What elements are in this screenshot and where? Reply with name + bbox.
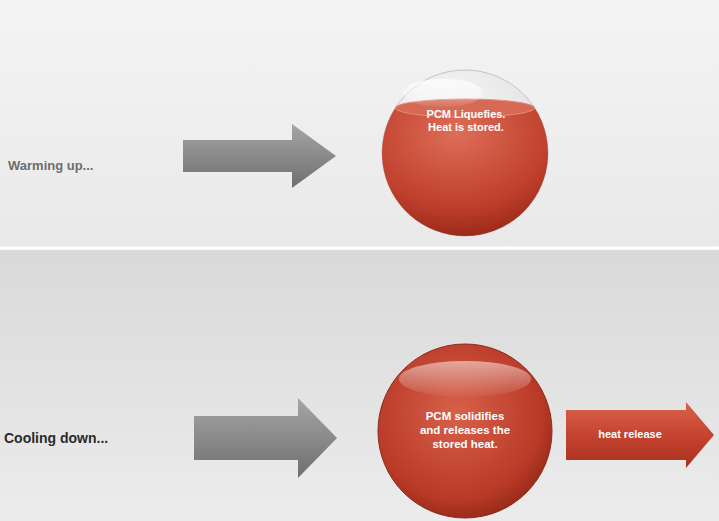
cooling-arrow: [194, 398, 337, 478]
node-content: PCM solidifies and releases the stored h…: [376, 342, 554, 520]
cooling-label: Cooling down...: [4, 430, 108, 446]
glass-highlight: [403, 79, 483, 107]
node-text: PCM solidifies and releases the stored h…: [416, 410, 514, 451]
node-text: heat release: [574, 428, 686, 441]
node-text: PCM Liquefies. Heat is stored.: [418, 108, 514, 134]
warming-label: Warming up...: [8, 158, 93, 173]
solid-sphere: PCM solidifies and releases the stored h…: [376, 342, 554, 520]
bottom-panel: [0, 250, 719, 521]
liquid-sphere: PCM Liquefies. Heat is stored.: [380, 68, 550, 238]
solid-ball: [378, 344, 552, 518]
warming-arrow: [183, 124, 336, 188]
glass-shell: [382, 70, 548, 236]
heat-release-arrow: heat release: [566, 402, 716, 468]
node-content: heat release: [566, 402, 716, 468]
top-panel: [0, 0, 719, 246]
arrow-body: [566, 402, 714, 468]
ball-highlight: [399, 361, 531, 397]
liquid-sphere-outline: [380, 68, 550, 238]
node-content: PCM Liquefies. Heat is stored.: [380, 68, 550, 238]
liquid-fill: [382, 108, 548, 236]
panel-divider: [0, 247, 719, 250]
